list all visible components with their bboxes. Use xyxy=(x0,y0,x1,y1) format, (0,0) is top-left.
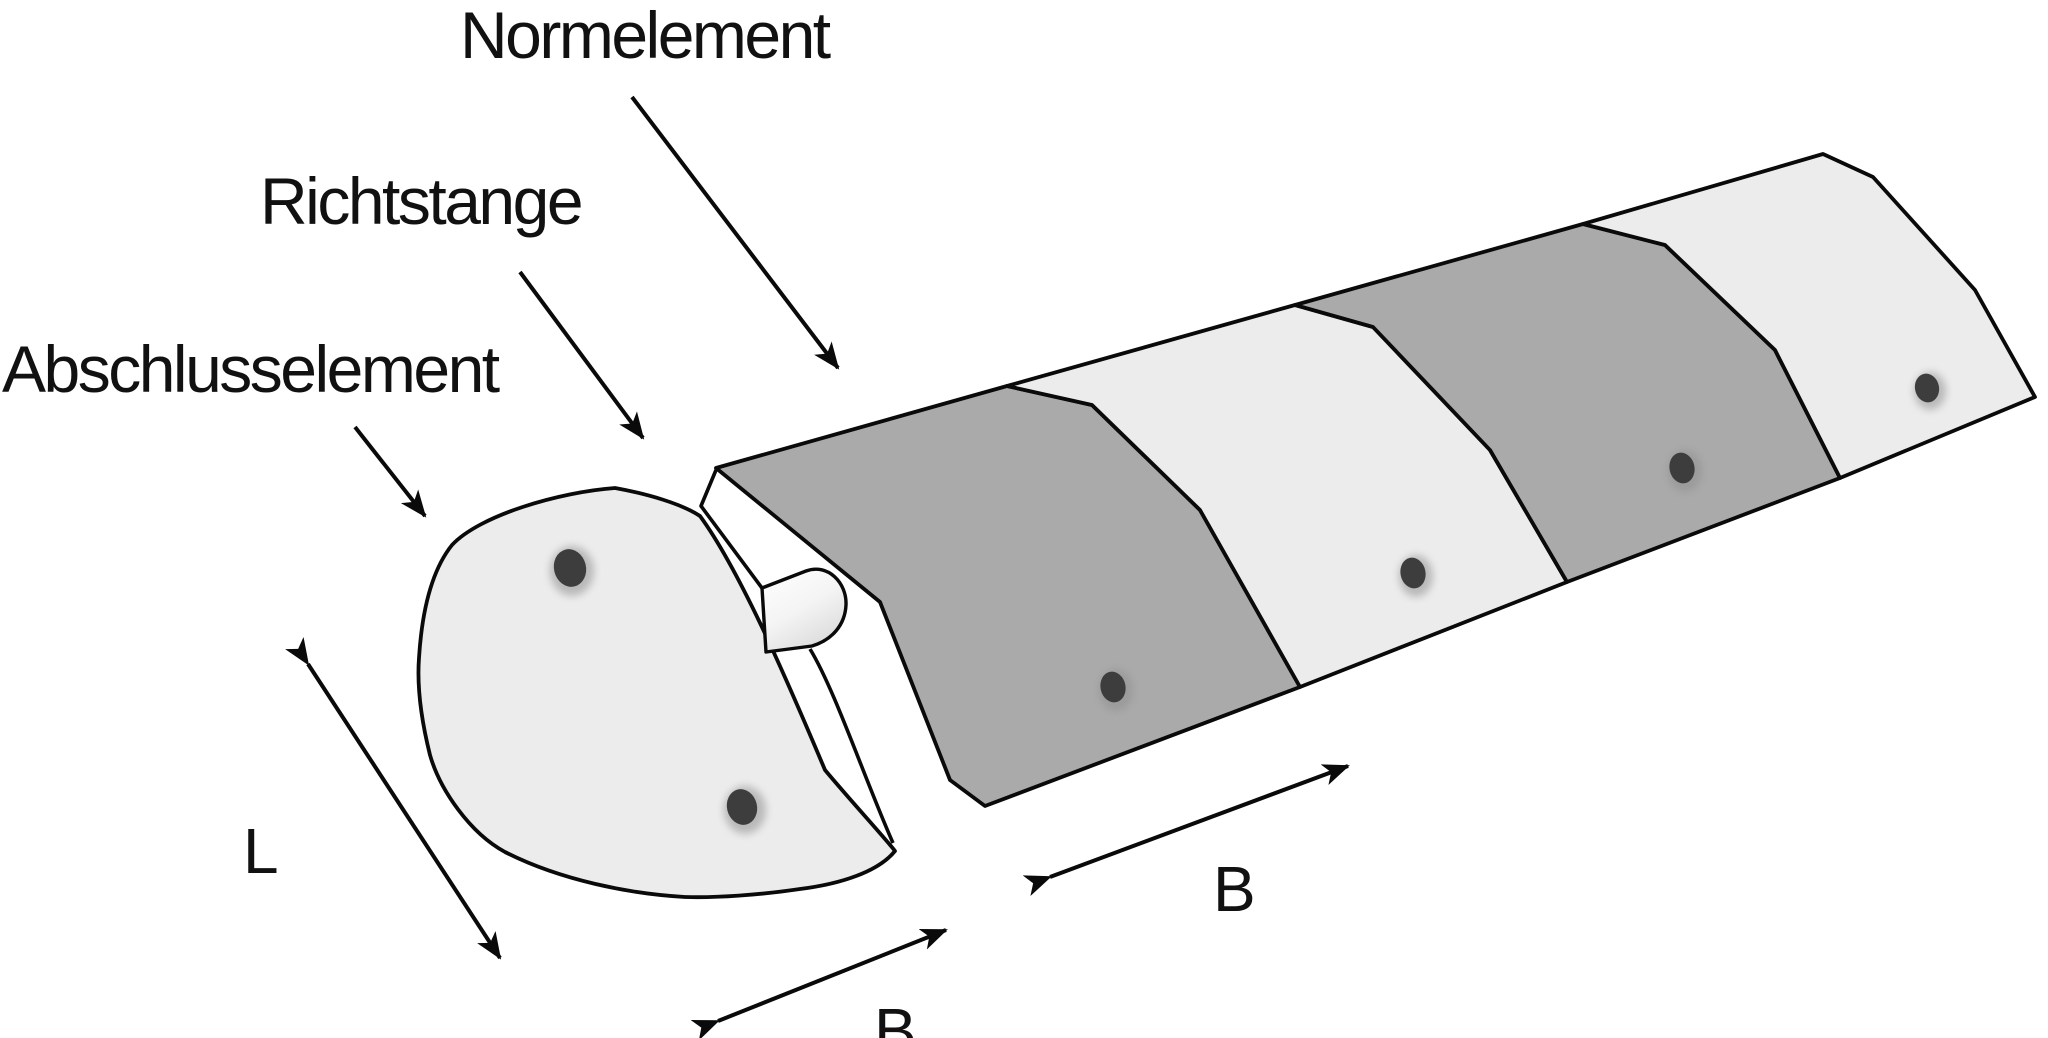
label-richtstange: Richtstange xyxy=(260,164,584,238)
dimension-arrow-width-B1 xyxy=(690,928,948,1038)
label-dimension-B-segment: B xyxy=(1213,853,1256,925)
bolt-hole xyxy=(724,786,766,834)
normelement-arrow xyxy=(630,95,840,370)
label-abschlusselement: Abschlusselement xyxy=(2,332,500,406)
bolt-hole xyxy=(1099,669,1133,711)
label-dimension-B-endcap: B xyxy=(874,995,917,1038)
alignment-rod-shape xyxy=(760,567,848,654)
label-dimension-L: L xyxy=(243,815,279,887)
dimension-arrow-width-B2 xyxy=(1022,764,1350,897)
bolt-hole xyxy=(1914,372,1946,410)
dimension-arrow-length-L xyxy=(285,637,502,960)
label-normelement: Normelement xyxy=(460,0,831,72)
abschlusselement-arrow xyxy=(353,425,427,518)
richtstange-arrow xyxy=(518,270,645,440)
bolt-hole xyxy=(1668,450,1702,492)
bolt-hole xyxy=(550,546,594,596)
end-element-shape xyxy=(416,486,897,900)
gap-edge-line xyxy=(699,469,764,590)
gap-edge-line xyxy=(808,648,895,844)
bolt-hole xyxy=(1399,555,1433,597)
